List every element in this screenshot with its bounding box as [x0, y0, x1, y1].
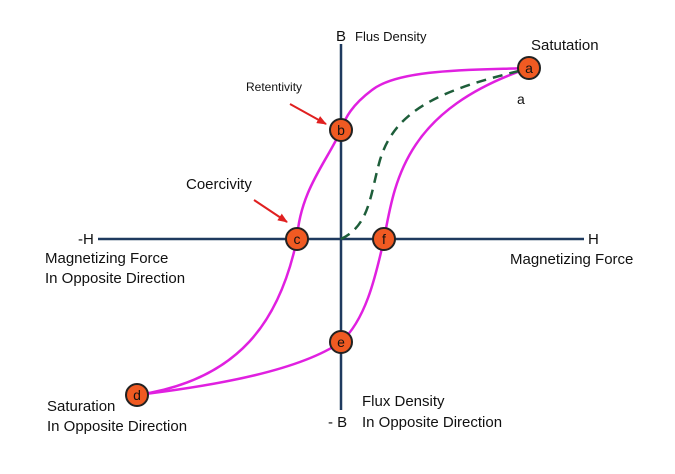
coercivity-label: Coercivity	[186, 176, 252, 193]
point-f: f	[372, 227, 396, 251]
saturation-opposite-line1: Saturation	[47, 398, 115, 415]
coercivity-arrow	[253, 199, 288, 223]
point-e-label: e	[337, 334, 345, 350]
point-a-label: a	[525, 60, 533, 76]
h-positive-label: H	[588, 231, 599, 248]
point-c: c	[285, 227, 309, 251]
saturation-label: Satutation	[531, 37, 599, 54]
point-c-label: c	[294, 231, 301, 247]
point-e: e	[329, 330, 353, 354]
lower-loop-branch	[136, 66, 530, 397]
h-negative-description-line1: Magnetizing Force	[45, 250, 168, 267]
point-f-label: f	[382, 231, 386, 247]
upper-loop-branch	[136, 66, 530, 397]
b-negative-description-line1: Flux Density	[362, 393, 445, 410]
b-negative-description-line2: In Opposite Direction	[362, 414, 502, 431]
retentivity-arrow	[289, 103, 327, 125]
b-positive-description: Flus Density	[355, 29, 427, 44]
h-negative-description-line2: In Opposite Direction	[45, 270, 185, 287]
point-d-label: d	[133, 387, 141, 403]
h-positive-description: Magnetizing Force	[510, 251, 633, 268]
h-negative-label: -H	[78, 231, 94, 248]
b-negative-label: - B	[328, 414, 347, 431]
point-b: b	[329, 118, 353, 142]
point-b-label: b	[337, 122, 345, 138]
initial-magnetization-curve	[340, 68, 524, 241]
saturation-extra-label: a	[517, 91, 525, 107]
saturation-opposite-line2: In Opposite Direction	[47, 418, 187, 435]
b-positive-label: B	[336, 28, 346, 45]
point-d: d	[125, 383, 149, 407]
point-a: a	[517, 56, 541, 80]
retentivity-label: Retentivity	[246, 80, 302, 94]
